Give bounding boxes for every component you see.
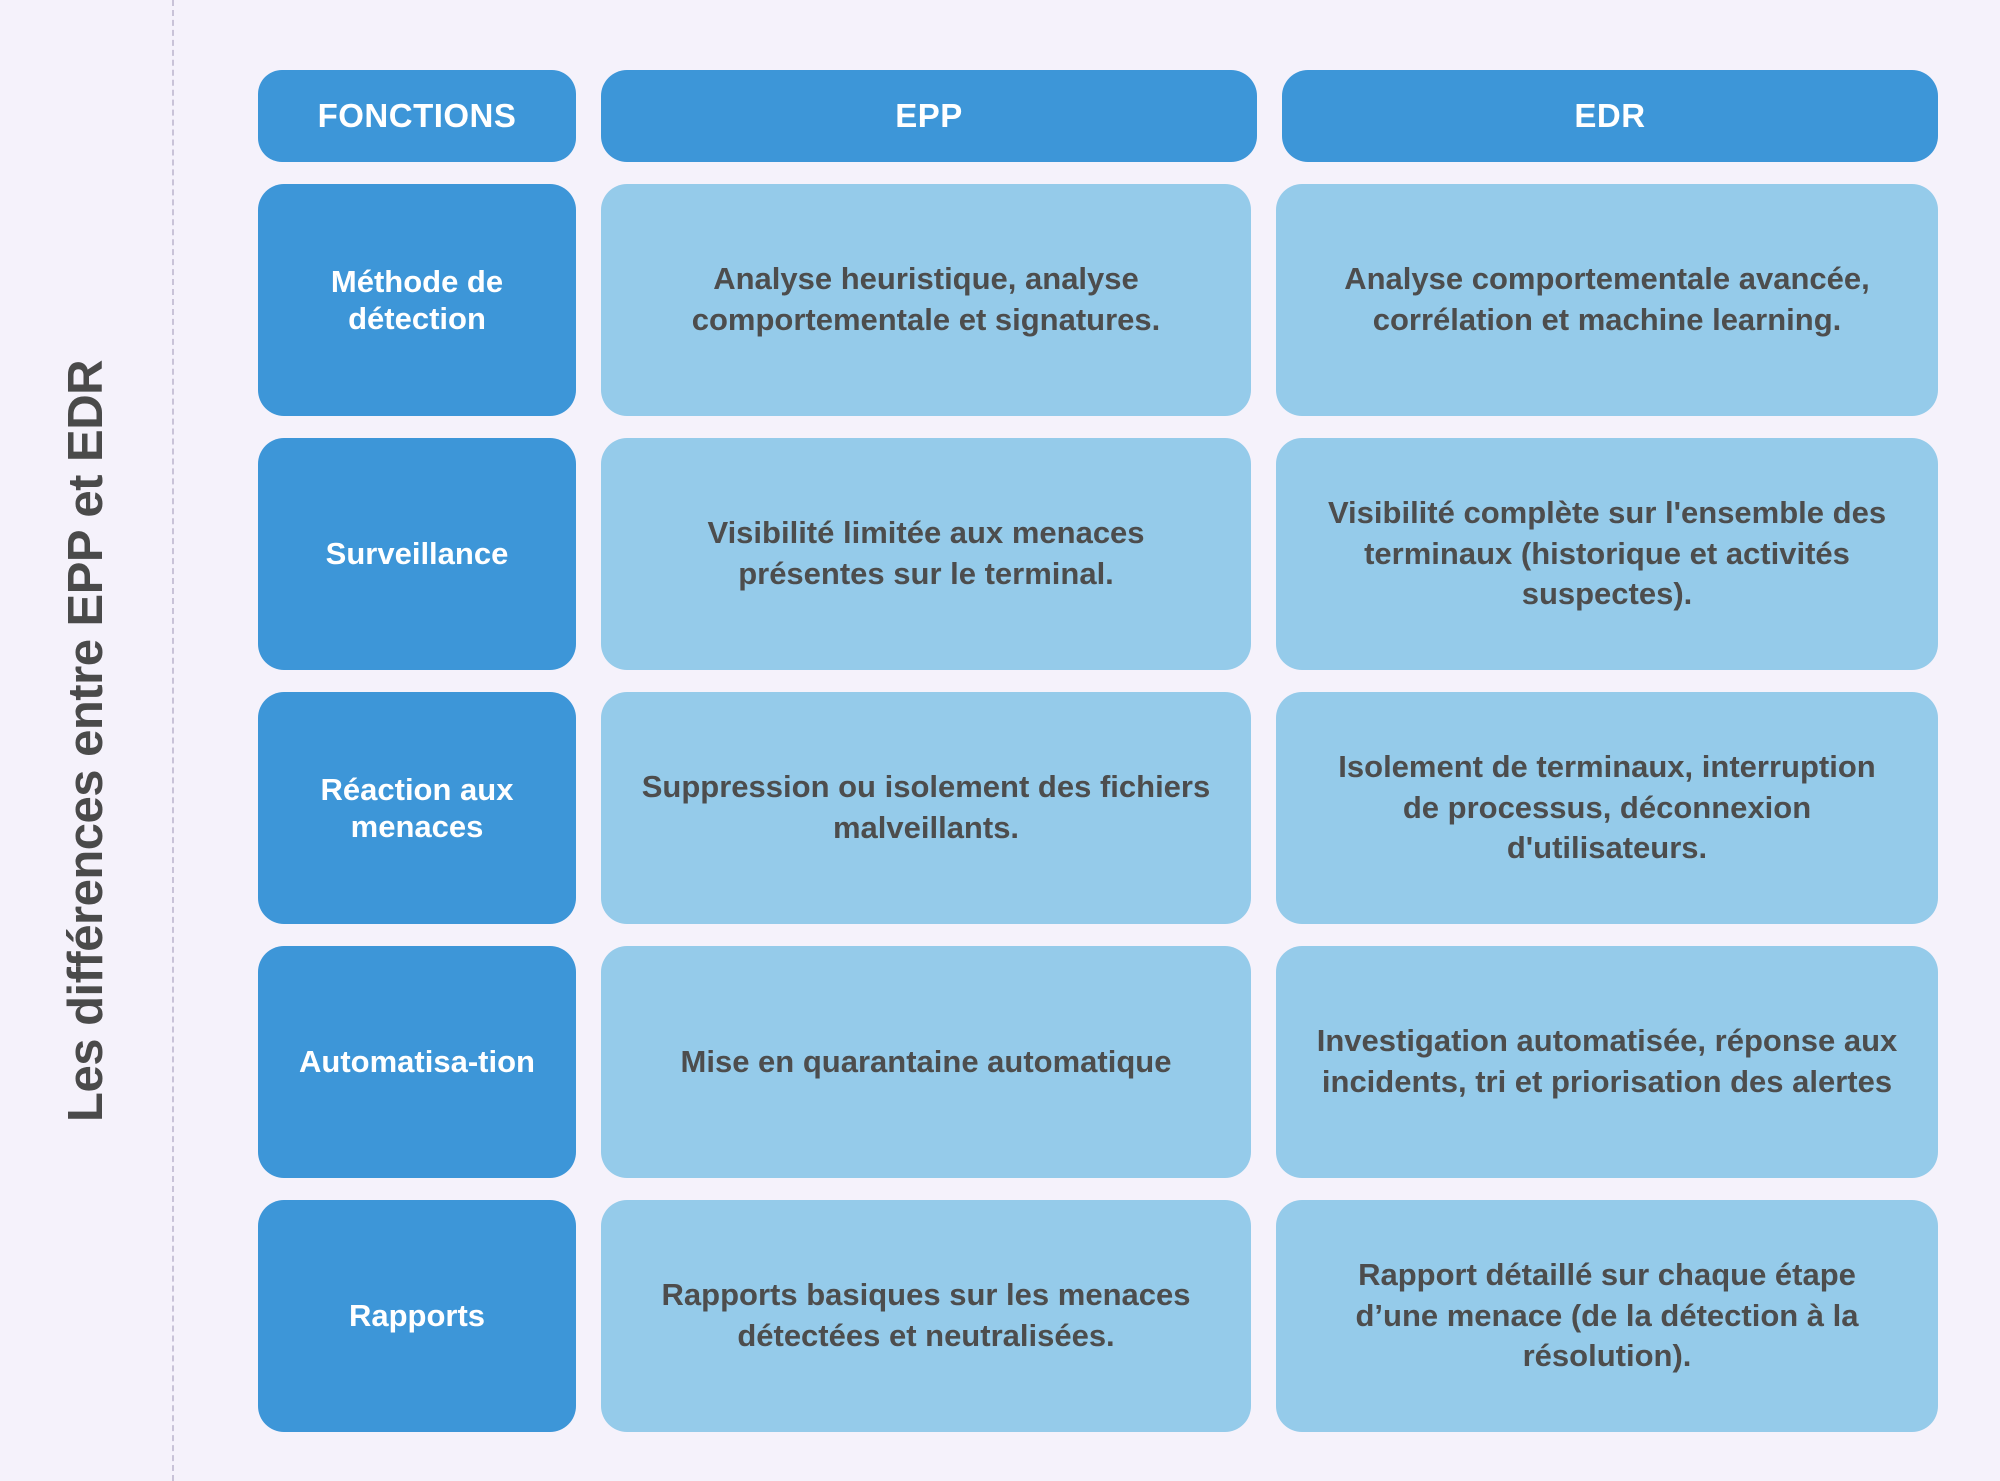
row-edr-cell: Isolement de terminaux, interruption de …: [1276, 692, 1938, 924]
column-header-edr: EDR: [1282, 70, 1938, 162]
table-row: Surveillance Visibilité limitée aux mena…: [258, 438, 1938, 670]
side-title-container: Les différences entre EPP et EDR: [0, 0, 172, 1481]
row-edr-cell: Analyse comportementale avancée, corréla…: [1276, 184, 1938, 416]
row-edr-cell: Investigation automatisée, réponse aux i…: [1276, 946, 1938, 1178]
table-row: Méthode de détection Analyse heuristique…: [258, 184, 1938, 416]
comparison-table: FONCTIONS EPP EDR Méthode de détection A…: [258, 70, 1938, 1432]
row-label-cell: Surveillance: [258, 438, 576, 670]
row-epp-cell: Mise en quarantaine automatique: [601, 946, 1251, 1178]
column-header-epp: EPP: [601, 70, 1257, 162]
page-title: Les différences entre EPP et EDR: [59, 359, 114, 1122]
table-row: Rapports Rapports basiques sur les menac…: [258, 1200, 1938, 1432]
row-label-cell: Rapports: [258, 1200, 576, 1432]
row-epp-cell: Visibilité limitée aux menaces présentes…: [601, 438, 1251, 670]
row-epp-cell: Analyse heuristique, analyse comportemen…: [601, 184, 1251, 416]
row-label-cell: Automatisa-tion: [258, 946, 576, 1178]
row-edr-cell: Rapport détaillé sur chaque étape d’une …: [1276, 1200, 1938, 1432]
table-header-row: FONCTIONS EPP EDR: [258, 70, 1938, 162]
column-header-functions: FONCTIONS: [258, 70, 576, 162]
row-label-cell: Méthode de détection: [258, 184, 576, 416]
row-edr-cell: Visibilité complète sur l'ensemble des t…: [1276, 438, 1938, 670]
row-epp-cell: Suppression ou isolement des fichiers ma…: [601, 692, 1251, 924]
row-epp-cell: Rapports basiques sur les menaces détect…: [601, 1200, 1251, 1432]
table-row: Automatisa-tion Mise en quarantaine auto…: [258, 946, 1938, 1178]
table-row: Réaction aux menaces Suppression ou isol…: [258, 692, 1938, 924]
vertical-dashed-divider: [172, 0, 174, 1481]
row-label-cell: Réaction aux menaces: [258, 692, 576, 924]
